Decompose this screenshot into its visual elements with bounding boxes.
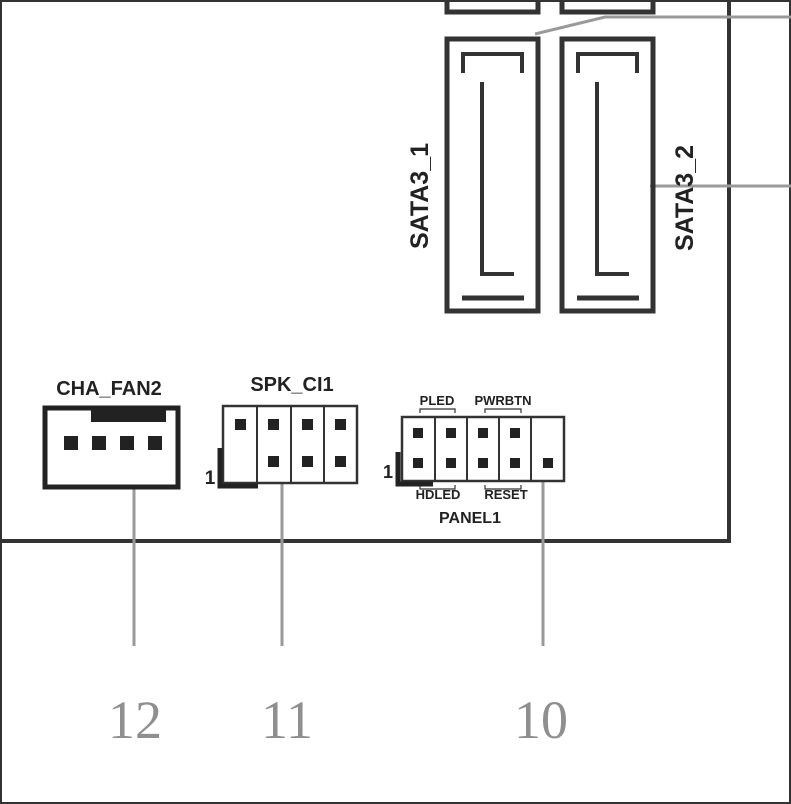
leader-line-top xyxy=(534,15,791,36)
callout-12: 12 xyxy=(108,690,162,750)
pwrbtn-label: PWRBTN xyxy=(474,393,531,408)
sata3-1-connector xyxy=(444,36,541,314)
reset-label: RESET xyxy=(484,487,527,502)
cha-fan2-label: CHA_FAN2 xyxy=(56,378,162,400)
pled-label: PLED xyxy=(420,393,455,408)
leader-lines xyxy=(132,15,791,646)
spk-ci1-pin1-marker: 1 xyxy=(205,468,216,489)
top-connector-stubs xyxy=(444,0,656,15)
panel1-pin1-marker: 1 xyxy=(383,462,393,482)
spk-ci1-connector xyxy=(217,404,359,489)
spk-ci1-label: SPK_CI1 xyxy=(250,374,333,396)
board-outline xyxy=(0,0,731,543)
sata3-1-label: SATA3_1 xyxy=(406,143,434,249)
panel1-connector xyxy=(395,415,566,487)
hdled-label: HDLED xyxy=(416,487,461,502)
panel1-pin-brackets xyxy=(419,408,522,490)
sata3-2-connector xyxy=(559,36,656,314)
cha-fan2-connector xyxy=(42,405,181,490)
callout-10: 10 xyxy=(514,690,568,750)
callout-11: 11 xyxy=(261,690,313,750)
sata3-2-label: SATA3_2 xyxy=(671,145,699,251)
panel1-label: PANEL1 xyxy=(439,510,501,527)
